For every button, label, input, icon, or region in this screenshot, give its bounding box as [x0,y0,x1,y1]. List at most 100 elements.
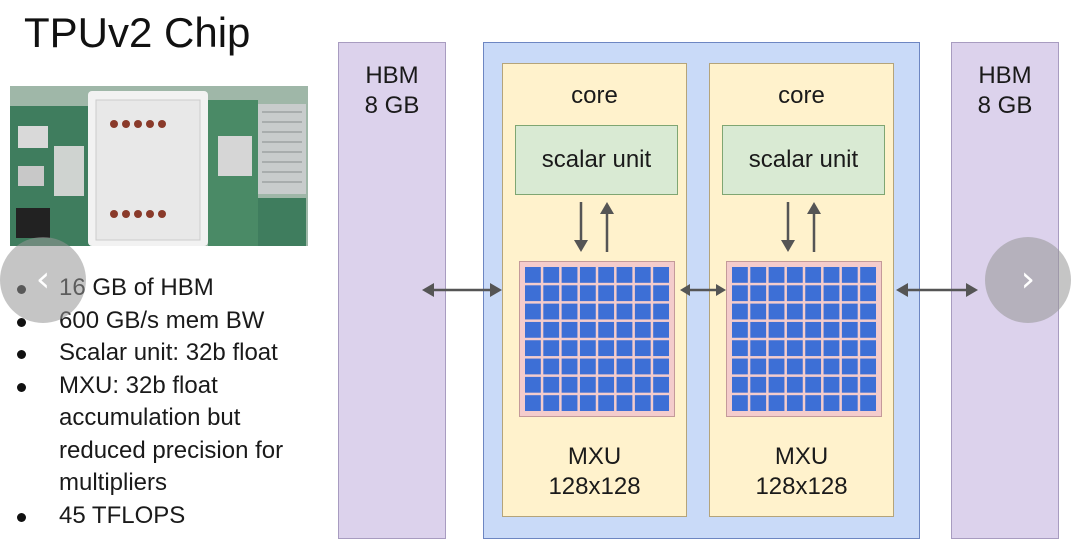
mxu-cell [616,303,633,320]
mxu-cell [732,321,748,338]
mxu-cell [768,285,785,302]
mxu-cell [579,321,596,338]
mxu-cell [525,376,541,393]
mxu-cell [823,376,840,393]
mxu-cell [598,340,615,357]
mxu-cell [561,340,578,357]
mxu-cell [860,321,876,338]
mxu-cell [653,358,669,375]
list-item: MXU: 32b float accumulation but reduced … [14,370,324,500]
mxu-label: MXU 128x128 [755,443,848,500]
mxu-cell [823,395,840,411]
core-label: core [778,82,825,109]
mxu-cell [561,267,578,283]
mxu-cell [525,340,541,357]
mxu-cell [525,321,541,338]
mxu-cell [786,340,803,357]
mxu-cell [598,321,615,338]
mxu-cell [786,321,803,338]
mxu-cell [805,303,822,320]
mxu-cell [805,376,822,393]
mxu-cell [616,340,633,357]
core-block: core scalar unit MXU 128x128 [502,63,687,517]
mxu-cell [786,267,803,283]
mxu-cell [841,358,858,375]
mxu-cell [653,376,669,393]
mxu-cell [598,376,615,393]
mxu-cell [860,358,876,375]
scalar-unit: scalar unit [722,125,885,195]
mxu-cell [634,358,651,375]
mxu-cell [616,321,633,338]
mxu-cell [543,285,560,302]
mxu-cell [543,303,560,320]
mxu-cell [543,267,560,283]
mxu-cell [579,267,596,283]
mxu-cell [841,340,858,357]
mxu-cell [841,395,858,411]
mxu-cell [653,395,669,411]
mxu-cell [653,321,669,338]
mxu-cell [841,376,858,393]
mxu-cell [823,303,840,320]
prev-slide-button[interactable]: ‹ [0,237,86,323]
mxu-cell [732,285,748,302]
mxu-cell [805,340,822,357]
list-item: Scalar unit: 32b float [14,337,324,370]
mxu-cell [579,376,596,393]
mxu-cell [823,285,840,302]
arrow-icon [563,200,627,254]
list-item: 600 GB/s mem BW [14,305,324,338]
mxu-cell [750,267,767,283]
hbm-label: HBM 8 GB [977,62,1033,119]
mxu-cell [860,376,876,393]
mxu-cell [732,358,748,375]
feature-list: 16 GB of HBM 600 GB/s mem BW Scalar unit… [14,272,324,532]
mxu-cell [732,303,748,320]
mxu-cell [768,340,785,357]
mxu-cell [860,285,876,302]
mxu-cell [860,303,876,320]
mxu-cell [786,395,803,411]
mxu-cell [860,395,876,411]
mxu-cell [750,285,767,302]
mxu-cell [786,376,803,393]
mxu-cell [805,395,822,411]
mxu-cell [750,395,767,411]
mxu-cell [786,303,803,320]
mxu-cell [768,358,785,375]
mxu-cell [543,395,560,411]
mxu-cell [768,395,785,411]
mxu-cell [634,376,651,393]
mxu-cell [750,321,767,338]
mxu-cell [768,376,785,393]
hbm-label: HBM 8 GB [364,62,420,119]
slide-title: TPUv2 Chip [24,9,251,56]
mxu-cell [860,340,876,357]
mxu-cell [616,395,633,411]
mxu-cell [750,340,767,357]
mxu-cell [525,395,541,411]
mxu-cell [634,303,651,320]
mxu-cell [598,267,615,283]
chip-board-photo [10,86,308,246]
core-label: core [571,82,618,109]
mxu-cell [841,267,858,283]
mxu-cell [653,340,669,357]
mxu-cell [561,303,578,320]
mxu-cell [860,267,876,283]
mxu-cell [561,321,578,338]
mxu-cell [543,340,560,357]
mxu-cell [634,285,651,302]
mxu-cell [525,358,541,375]
mxu-cell [579,358,596,375]
core-block: core scalar unit MXU 128x128 [709,63,894,517]
mxu-cell [598,358,615,375]
mxu-cell [841,303,858,320]
mxu-cell [653,267,669,283]
mxu-cell [543,321,560,338]
mxu-cell [732,395,748,411]
chevron-left-icon: ‹ [35,259,51,300]
next-slide-button[interactable]: › [985,237,1071,323]
